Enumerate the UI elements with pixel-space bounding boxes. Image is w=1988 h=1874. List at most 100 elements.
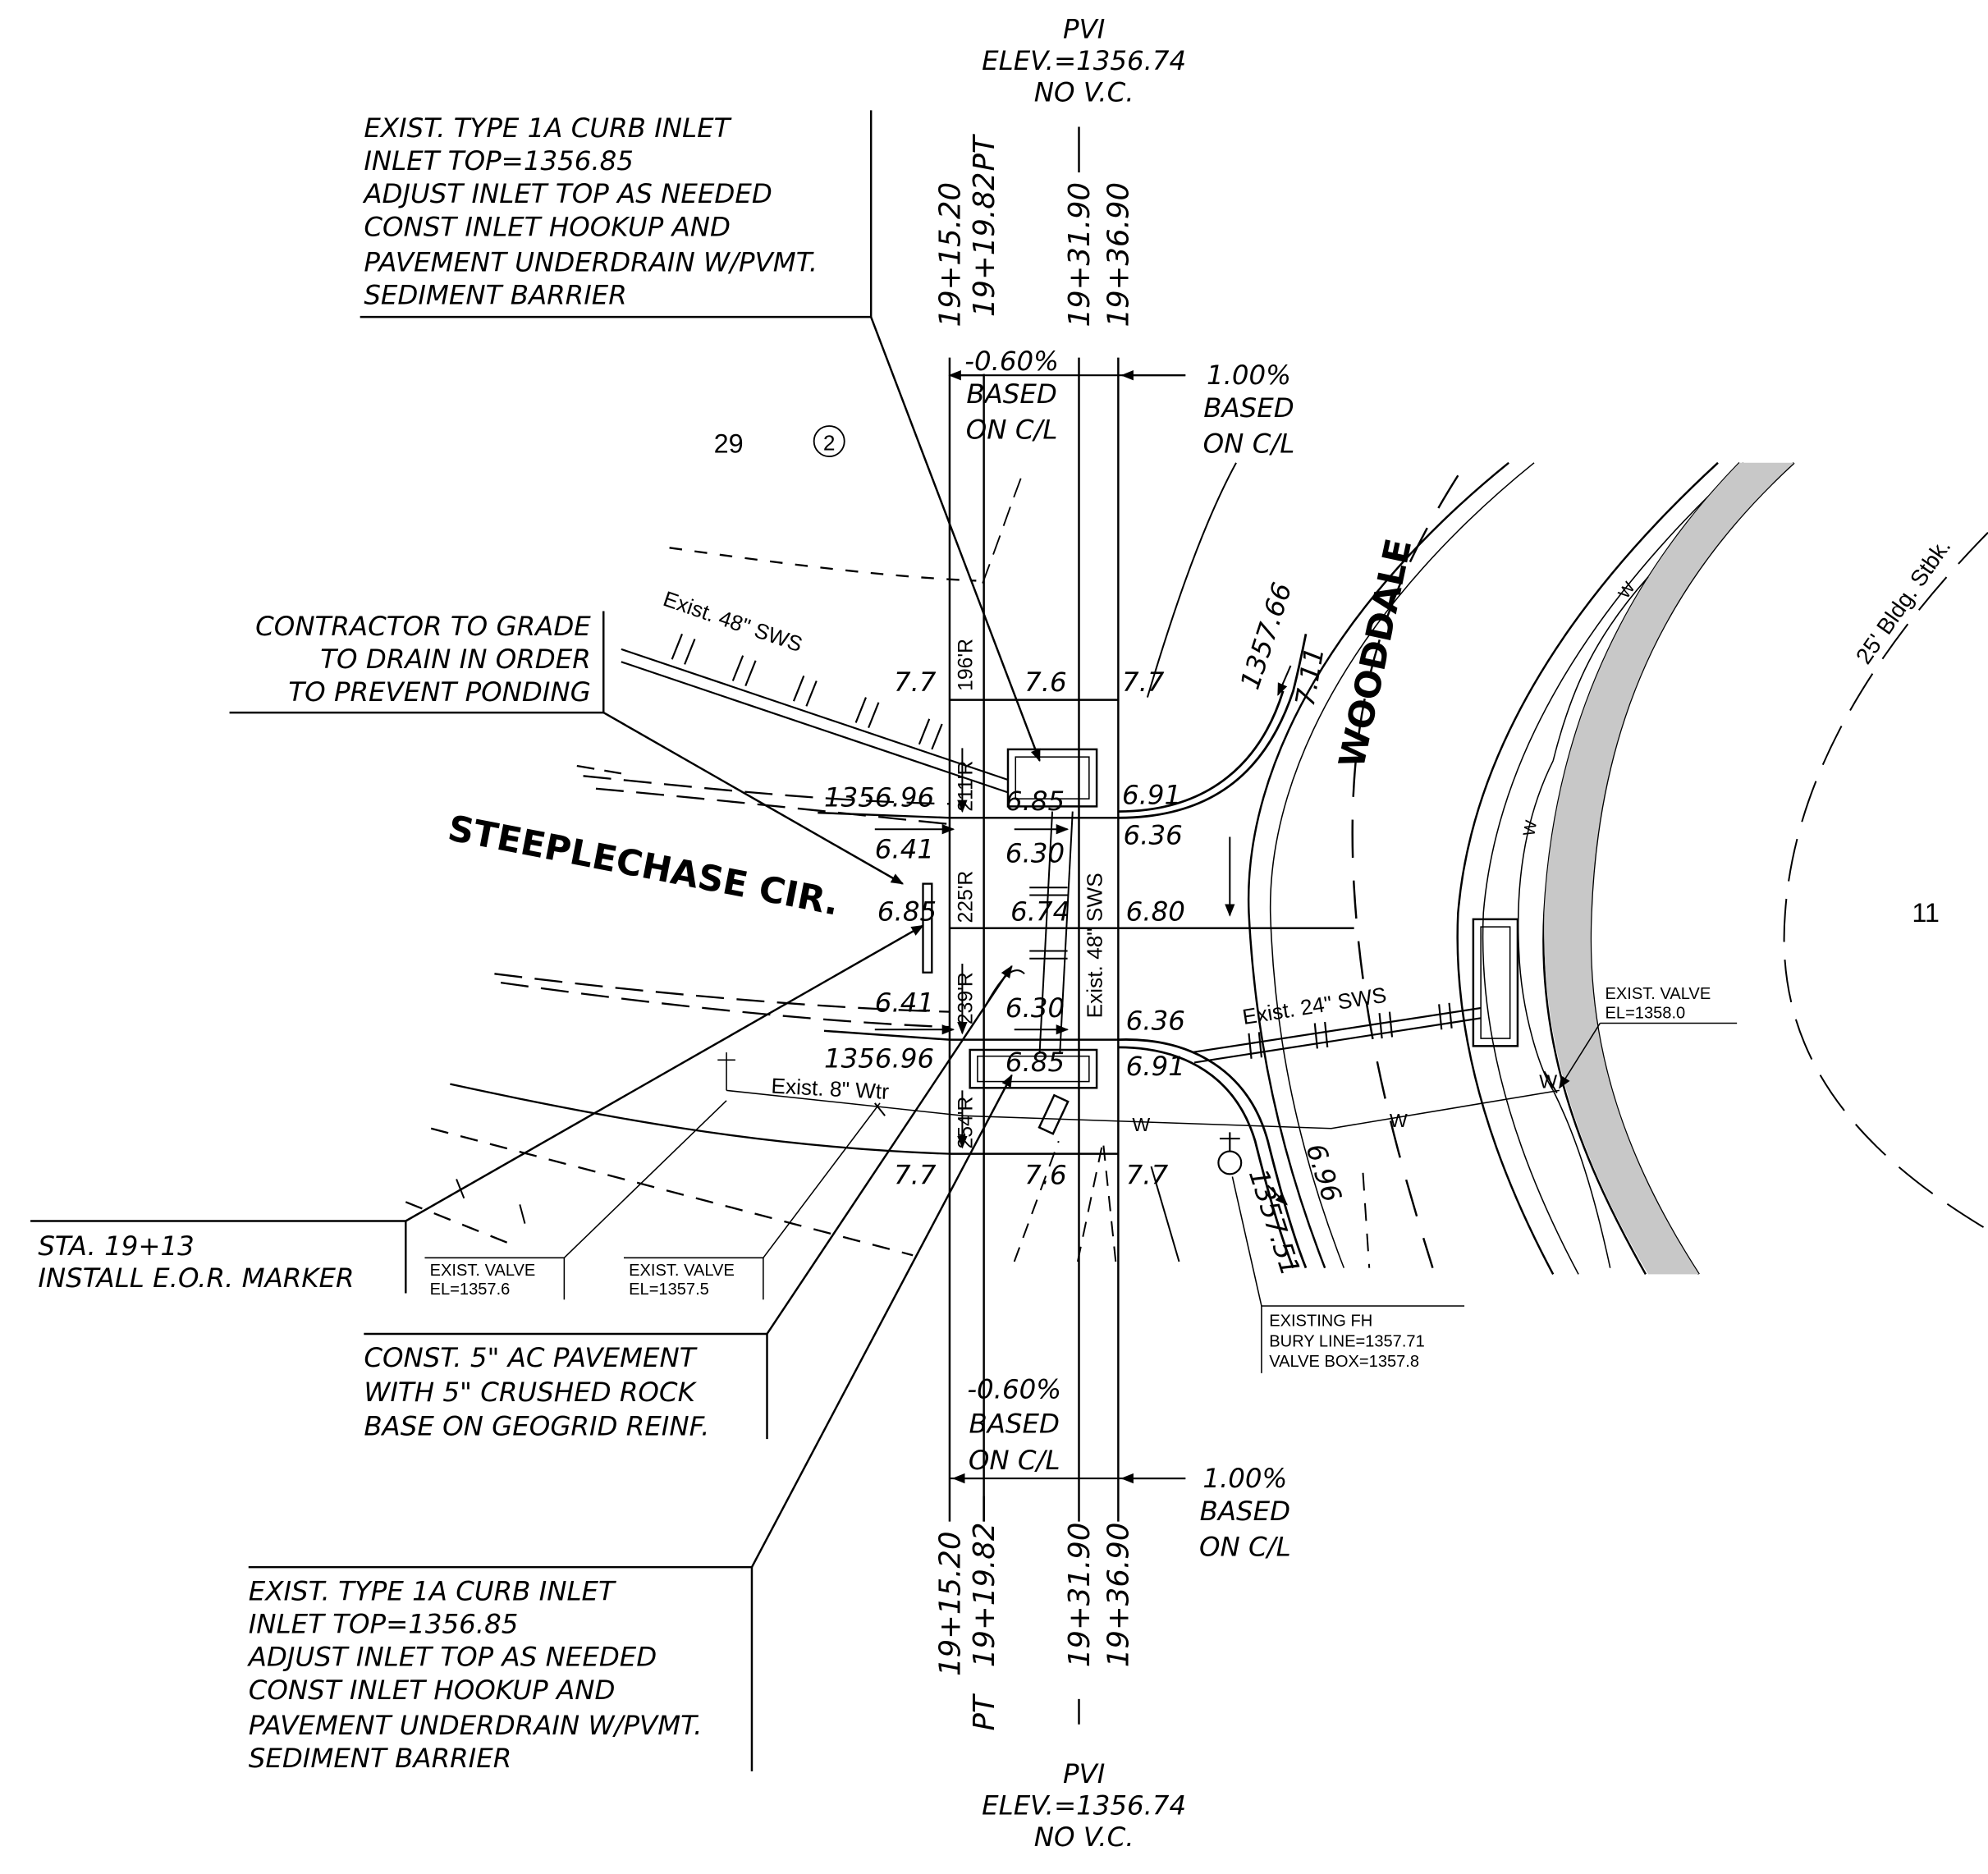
grade-value: 7.6 (1024, 667, 1067, 698)
radius-label: 254'R (955, 1097, 978, 1149)
radius-label: 225'R (955, 871, 978, 923)
grade-value: 6.85 (1005, 786, 1065, 817)
slope-arrows (948, 370, 1186, 1484)
slope-top: -0.60% BASED ON C/L 1.00% BASED ON C/L (964, 346, 1294, 459)
hydrant-note: EXISTING FH BURY LINE=1357.71 VALVE BOX=… (1269, 1313, 1425, 1371)
slope-bottom: -0.60% BASED ON C/L 1.00% BASED ON C/L (967, 1374, 1290, 1563)
pvi-vc: NO V.C. (1034, 1821, 1134, 1853)
valve-elev: EL=1357.6 (430, 1281, 511, 1299)
grade-value: 7.7 (1122, 667, 1165, 698)
grey-strip (1544, 462, 1794, 1275)
note-line: INLET TOP=1356.85 (249, 1609, 519, 1640)
station-lines (948, 126, 1120, 1725)
note-line: ADJUST INLET TOP AS NEEDED (362, 178, 772, 209)
station-label: 19+19.82 (968, 1523, 1001, 1668)
street-name-woodale: WOODDALE (1331, 535, 1420, 772)
note-contractor: CONTRACTOR TO GRADE TO DRAIN IN ORDER TO… (255, 611, 591, 708)
valve-label-2: EXIST. VALVE EL=1357.5 (629, 1262, 735, 1299)
pvi-vc: NO V.C. (1034, 77, 1134, 108)
note-line: INLET TOP=1356.85 (364, 145, 634, 176)
pipe-label: Exist. 24" SWS (1241, 983, 1389, 1029)
station-pt-label: PT (968, 1693, 1001, 1730)
pipe-label: Exist. 48" SWS (1082, 873, 1106, 1018)
valve-label: EXIST. VALVE (629, 1262, 735, 1280)
lot-number: 11 (1912, 898, 1940, 928)
radius-labels: 196'R 211'R 225'R 239'R 254'R (955, 639, 978, 1148)
note-inlet-top: EXIST. TYPE 1A CURB INLET INLET TOP=1356… (362, 112, 818, 311)
grade-value: 6.91 (1122, 779, 1181, 810)
water-line-marker: W (1132, 1114, 1150, 1135)
valve-label: EXIST. VALVE (430, 1262, 536, 1280)
utility-marker: W (1520, 819, 1541, 838)
note-line: EXIST. TYPE 1A CURB INLET (364, 112, 731, 144)
grade-value: 6.85 (1005, 1047, 1065, 1078)
elevation-label: 7.11 (1289, 645, 1331, 709)
valve-symbols (456, 1070, 1558, 1224)
pvi-bottom: PVI ELEV.=1356.74 NO V.C. (982, 1758, 1186, 1853)
grade-value: 6.41 (875, 834, 934, 865)
note-line: EXIST. TYPE 1A CURB INLET (249, 1575, 616, 1606)
valve-elev: EL=1357.5 (629, 1281, 709, 1299)
valve-elev: EL=1358.0 (1606, 1004, 1686, 1022)
radius-label: 211'R (955, 761, 978, 812)
radius-label: 196'R (955, 639, 978, 691)
note-line: BASE ON GEOGRID REINF. (364, 1411, 709, 1442)
setback-line (1783, 532, 1988, 1231)
slope-value: -0.60% (967, 1374, 1061, 1405)
note-inlet-bottom: EXIST. TYPE 1A CURB INLET INLET TOP=1356… (247, 1575, 703, 1774)
grade-value: 6.36 (1124, 820, 1183, 851)
steeplechase-edges (405, 547, 977, 1257)
slope-text: ON C/L (966, 414, 1058, 445)
grade-value: 6.74 (1010, 896, 1070, 927)
grade-value: 6.80 (1126, 896, 1185, 927)
grade-value: 7.7 (894, 667, 937, 698)
pvi-elev: ELEV.=1356.74 (982, 1789, 1186, 1821)
note-line: WITH 5" CRUSHED ROCK (364, 1377, 697, 1408)
curb-returns (1118, 634, 1308, 1269)
note-line: INSTALL E.O.R. MARKER (38, 1262, 354, 1294)
slope-value: 1.00% (1202, 1463, 1287, 1494)
woodale-edges (1247, 461, 1795, 1276)
note-line: CONST INLET HOOKUP AND (249, 1675, 616, 1706)
grade-value: 6.30 (1005, 992, 1065, 1024)
station-label: 19+31.90 (1063, 1523, 1097, 1668)
note-line: SEDIMENT BARRIER (249, 1743, 511, 1774)
pipe-label: Exist. 8" Wtr (771, 1074, 890, 1104)
grade-value: 7.7 (1126, 1160, 1169, 1191)
circle-marker (813, 425, 845, 458)
grade-value: 6.30 (1005, 837, 1065, 868)
pipe-label: Exist. 48" SWS (660, 586, 805, 657)
slope-value: -0.60% (964, 346, 1059, 377)
note-line: PAVEMENT UNDERDRAIN W/PVMT. (249, 1710, 703, 1741)
note-line: CONST INLET HOOKUP AND (364, 211, 731, 242)
grade-value: 1356.96 (824, 1043, 934, 1074)
curb-inlets (969, 748, 1519, 1135)
fire-hydrant (1217, 1132, 1243, 1175)
station-labels-bottom: 19+15.20 19+19.82 PT 19+31.90 19+36.90 (933, 1523, 1135, 1731)
pipe-24-sws (1191, 1002, 1482, 1064)
note-eor: STA. 19+13 INSTALL E.O.R. MARKER (38, 1230, 354, 1294)
grade-value: 6.36 (1126, 1005, 1185, 1036)
grade-value: 7.6 (1024, 1160, 1067, 1191)
radius-label: 239'R (955, 972, 978, 1024)
elevation-label: 1357.66 (1234, 579, 1299, 693)
grade-value: 1356.96 (824, 781, 934, 813)
drainage-arrows (874, 665, 1371, 1268)
leader-lines (30, 110, 1738, 1771)
slope-text: BASED (969, 1408, 1059, 1439)
valve-label: EXIST. VALVE (1606, 985, 1711, 1003)
note-line: STA. 19+13 (38, 1230, 194, 1262)
slope-text: ON C/L (1199, 1531, 1291, 1562)
hydrant-bury: BURY LINE=1357.71 (1269, 1332, 1425, 1350)
pvi-title: PVI (1063, 13, 1105, 44)
hydrant-title: EXISTING FH (1269, 1313, 1372, 1331)
slope-text: ON C/L (1203, 428, 1295, 459)
street-name-steeplechase: STEEPLECHASE CIR. (445, 808, 843, 923)
slope-text: BASED (966, 378, 1056, 410)
note-line: PAVEMENT UNDERDRAIN W/PVMT. (364, 247, 818, 278)
water-line-marker: W (1539, 1070, 1557, 1092)
pvi-title: PVI (1063, 1758, 1105, 1789)
station-label: 19+36.90 (1102, 1523, 1136, 1668)
grade-value: 6.41 (875, 987, 934, 1019)
note-line: SEDIMENT BARRIER (364, 280, 626, 311)
